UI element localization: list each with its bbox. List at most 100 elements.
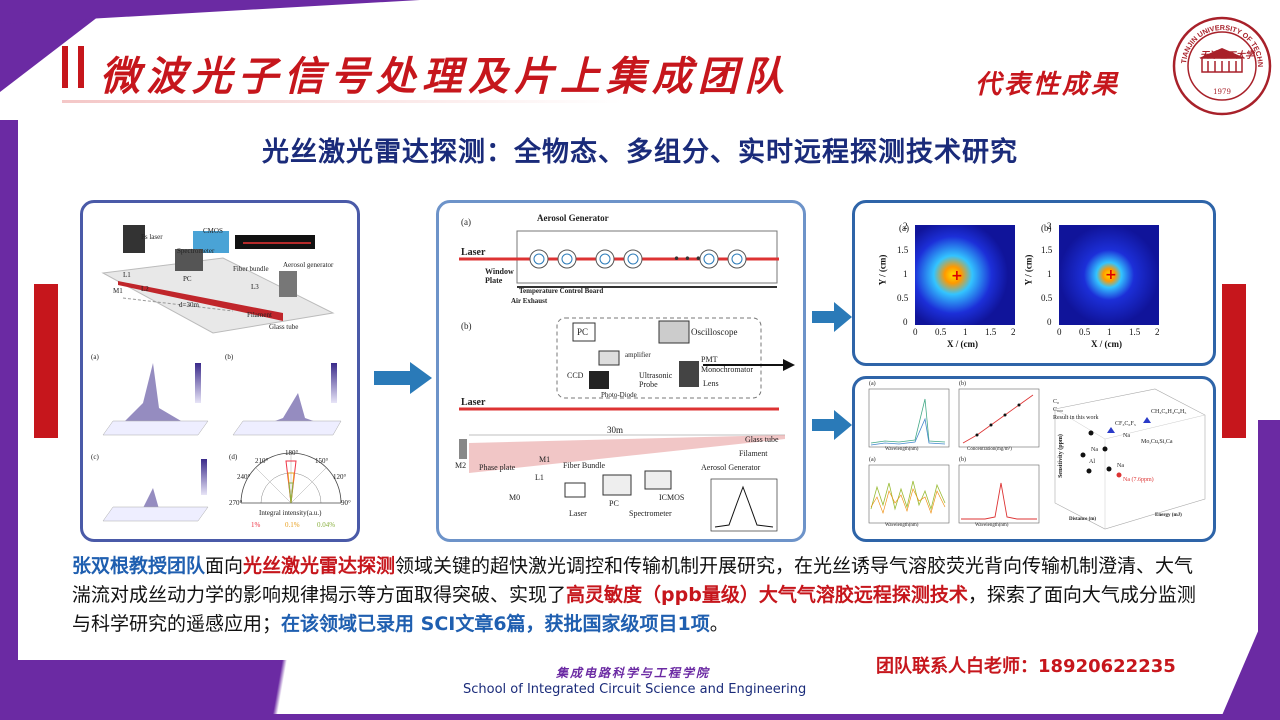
label-l1: L1 [535, 473, 544, 482]
polar-legend-item: 1% [251, 521, 261, 529]
y-tick: 0.5 [1041, 293, 1053, 303]
x-tick: 2 [1155, 327, 1160, 337]
label-photo-diode: Photo-Diode [601, 391, 637, 399]
label-monochromator: Monochromator [701, 365, 753, 374]
label-laser: Laser [461, 247, 486, 258]
setup-figure [91, 225, 345, 531]
arrow-right-icon [374, 362, 432, 394]
team-contact: 团队联系人白老师：18920622235 [876, 656, 1176, 677]
polar-tick: 240° [237, 473, 251, 481]
label-oscilloscope: Oscilloscope [691, 327, 738, 337]
system-figure: • • • [459, 230, 795, 532]
bottom-left-band [0, 660, 460, 720]
x-tick: 1 [963, 327, 968, 337]
axis-word: Concentration(mg/m³) [967, 447, 1012, 452]
legend-item: C₀ [1053, 399, 1060, 405]
sub-label: (a) [869, 457, 876, 463]
panel-detection-results: C₀ C₀₀₀ Result in this work CH₃C₆H₄C₆H₅ … [852, 376, 1216, 542]
x-tick: 0.5 [935, 327, 947, 337]
chem-label: Na (7.6ppm) [1123, 477, 1154, 483]
label-aerosol-generator-2: Aerosol Generator [701, 463, 761, 472]
label-spectrometer: Spectrometer [177, 247, 215, 255]
arrow-right-icon [812, 410, 852, 440]
label-l1: L1 [123, 271, 131, 279]
y-tick: 1.5 [897, 245, 909, 255]
school-name-en: School of Integrated Circuit Science and… [463, 682, 807, 697]
label-aerosol-generator: Aerosol Generator [537, 213, 609, 223]
y-tick: 2 [903, 221, 908, 231]
label-m1: M1 [113, 287, 123, 295]
axis-word: Wavelength(nm) [885, 447, 919, 452]
panel-system-diagram: • • • (a) Aerosol Generator Laser Window… [436, 200, 806, 542]
beam-profile-figure: + + [915, 225, 1159, 325]
label-spectrometer: Spectrometer [629, 509, 672, 518]
y-axis-label: Y / (cm) [877, 254, 888, 286]
section-label: 代表性成果 [975, 70, 1121, 100]
polar-tick: 150° [315, 457, 329, 465]
body-text: 。 [709, 613, 729, 635]
label-glass-tube: Glass tube [745, 435, 779, 444]
label-fiber-bundle: Fiber bundle [233, 265, 269, 273]
x-tick: 2 [1011, 327, 1016, 337]
y-axis-label: Y / (cm) [1023, 254, 1034, 286]
y-tick: 0 [903, 317, 908, 327]
subplot-a-label: (a) [91, 353, 99, 361]
x-tick: 1 [1107, 327, 1112, 337]
results-figure [868, 388, 1206, 530]
y-tick: 1 [903, 269, 908, 279]
y-tick: 0 [1047, 317, 1052, 327]
subplot-b-label: (b) [225, 353, 234, 361]
svg-text:+: + [951, 268, 963, 284]
label-amplifier: amplifier [625, 351, 651, 359]
panel-beam-profiles: + + (a) (b) Y / (cm) Y / (cm) 2 1.5 1 0.… [852, 200, 1216, 366]
school-name-cn: 集成电路科学与工程学院 [556, 666, 711, 680]
purple-side-left [0, 120, 18, 720]
label-ultrasonic-probe: Ultrasonic Probe [639, 371, 673, 389]
x-axis-label: X / (cm) [947, 339, 978, 349]
label-m1: M1 [539, 455, 551, 464]
polar-tick: 270° [229, 499, 243, 507]
sub-label: (b) [959, 457, 966, 463]
arrow-right-icon [812, 302, 852, 332]
label-m2: M2 [455, 461, 467, 470]
purple-corner-bottom-right [1220, 580, 1280, 720]
x-tick: 0.5 [1079, 327, 1091, 337]
subplot-d-label: (d) [229, 453, 238, 461]
sub-label: (a) [869, 381, 876, 387]
label-laser-3: Laser [569, 509, 587, 518]
label-laser: Laser [461, 397, 486, 408]
description-paragraph: 张双根教授团队面向光丝激光雷达探测领域关键的超快激光调控和传输机制开展研究，在光… [72, 552, 1212, 639]
label-iscmos: ICMOS [659, 493, 685, 502]
axis-word: Sensitivity (ppm) [1057, 434, 1064, 478]
y-tick: 1.5 [1041, 245, 1053, 255]
chem-label: Na [1091, 447, 1098, 453]
label-pc: PC [577, 327, 589, 337]
y-tick: 1 [1047, 269, 1052, 279]
plot-b-label: (b) [1041, 223, 1052, 233]
label-aerosol-generator: Aerosol generator [283, 261, 334, 269]
panel-experimental-setup: Fs laser CMOS Spectrometer PC Fiber bund… [80, 200, 360, 542]
label-pc-2: PC [609, 499, 619, 508]
label-cmos: CMOS [203, 227, 223, 235]
university-logo: TIANJIN UNIVERSITY OF TECHNOLOGY 1979 [1172, 16, 1272, 116]
part-a-label: (a) [461, 217, 471, 227]
page-title: 微波光子信号处理及片上集成团队 [100, 53, 790, 100]
label-pmt: PMT [701, 355, 718, 364]
label-fiber-bundle: Fiber Bundle [563, 461, 605, 470]
polar-legend-item: 0.04% [317, 521, 336, 529]
label-m0: M0 [509, 493, 521, 502]
topic-highlight: 光丝激光雷达探测 [243, 555, 396, 577]
label-phase-plate: Phase plate [479, 463, 516, 472]
axis-word: Energy (mJ) [1155, 513, 1182, 518]
red-tab-right [1222, 284, 1246, 438]
body-text: 面向 [205, 555, 244, 577]
x-tick: 1.5 [1129, 327, 1141, 337]
label-l2: L2 [141, 285, 149, 293]
chem-label: CF₃C₆F₅ [1115, 421, 1136, 427]
svg-text:• • •: • • • [673, 252, 702, 266]
polar-legend-item: 0.1% [285, 521, 300, 529]
title-underline [62, 100, 622, 103]
legend-item: C₀₀₀ [1053, 407, 1064, 413]
axis-word: Wavelength(nm) [885, 523, 919, 528]
red-tab-left [34, 284, 58, 438]
